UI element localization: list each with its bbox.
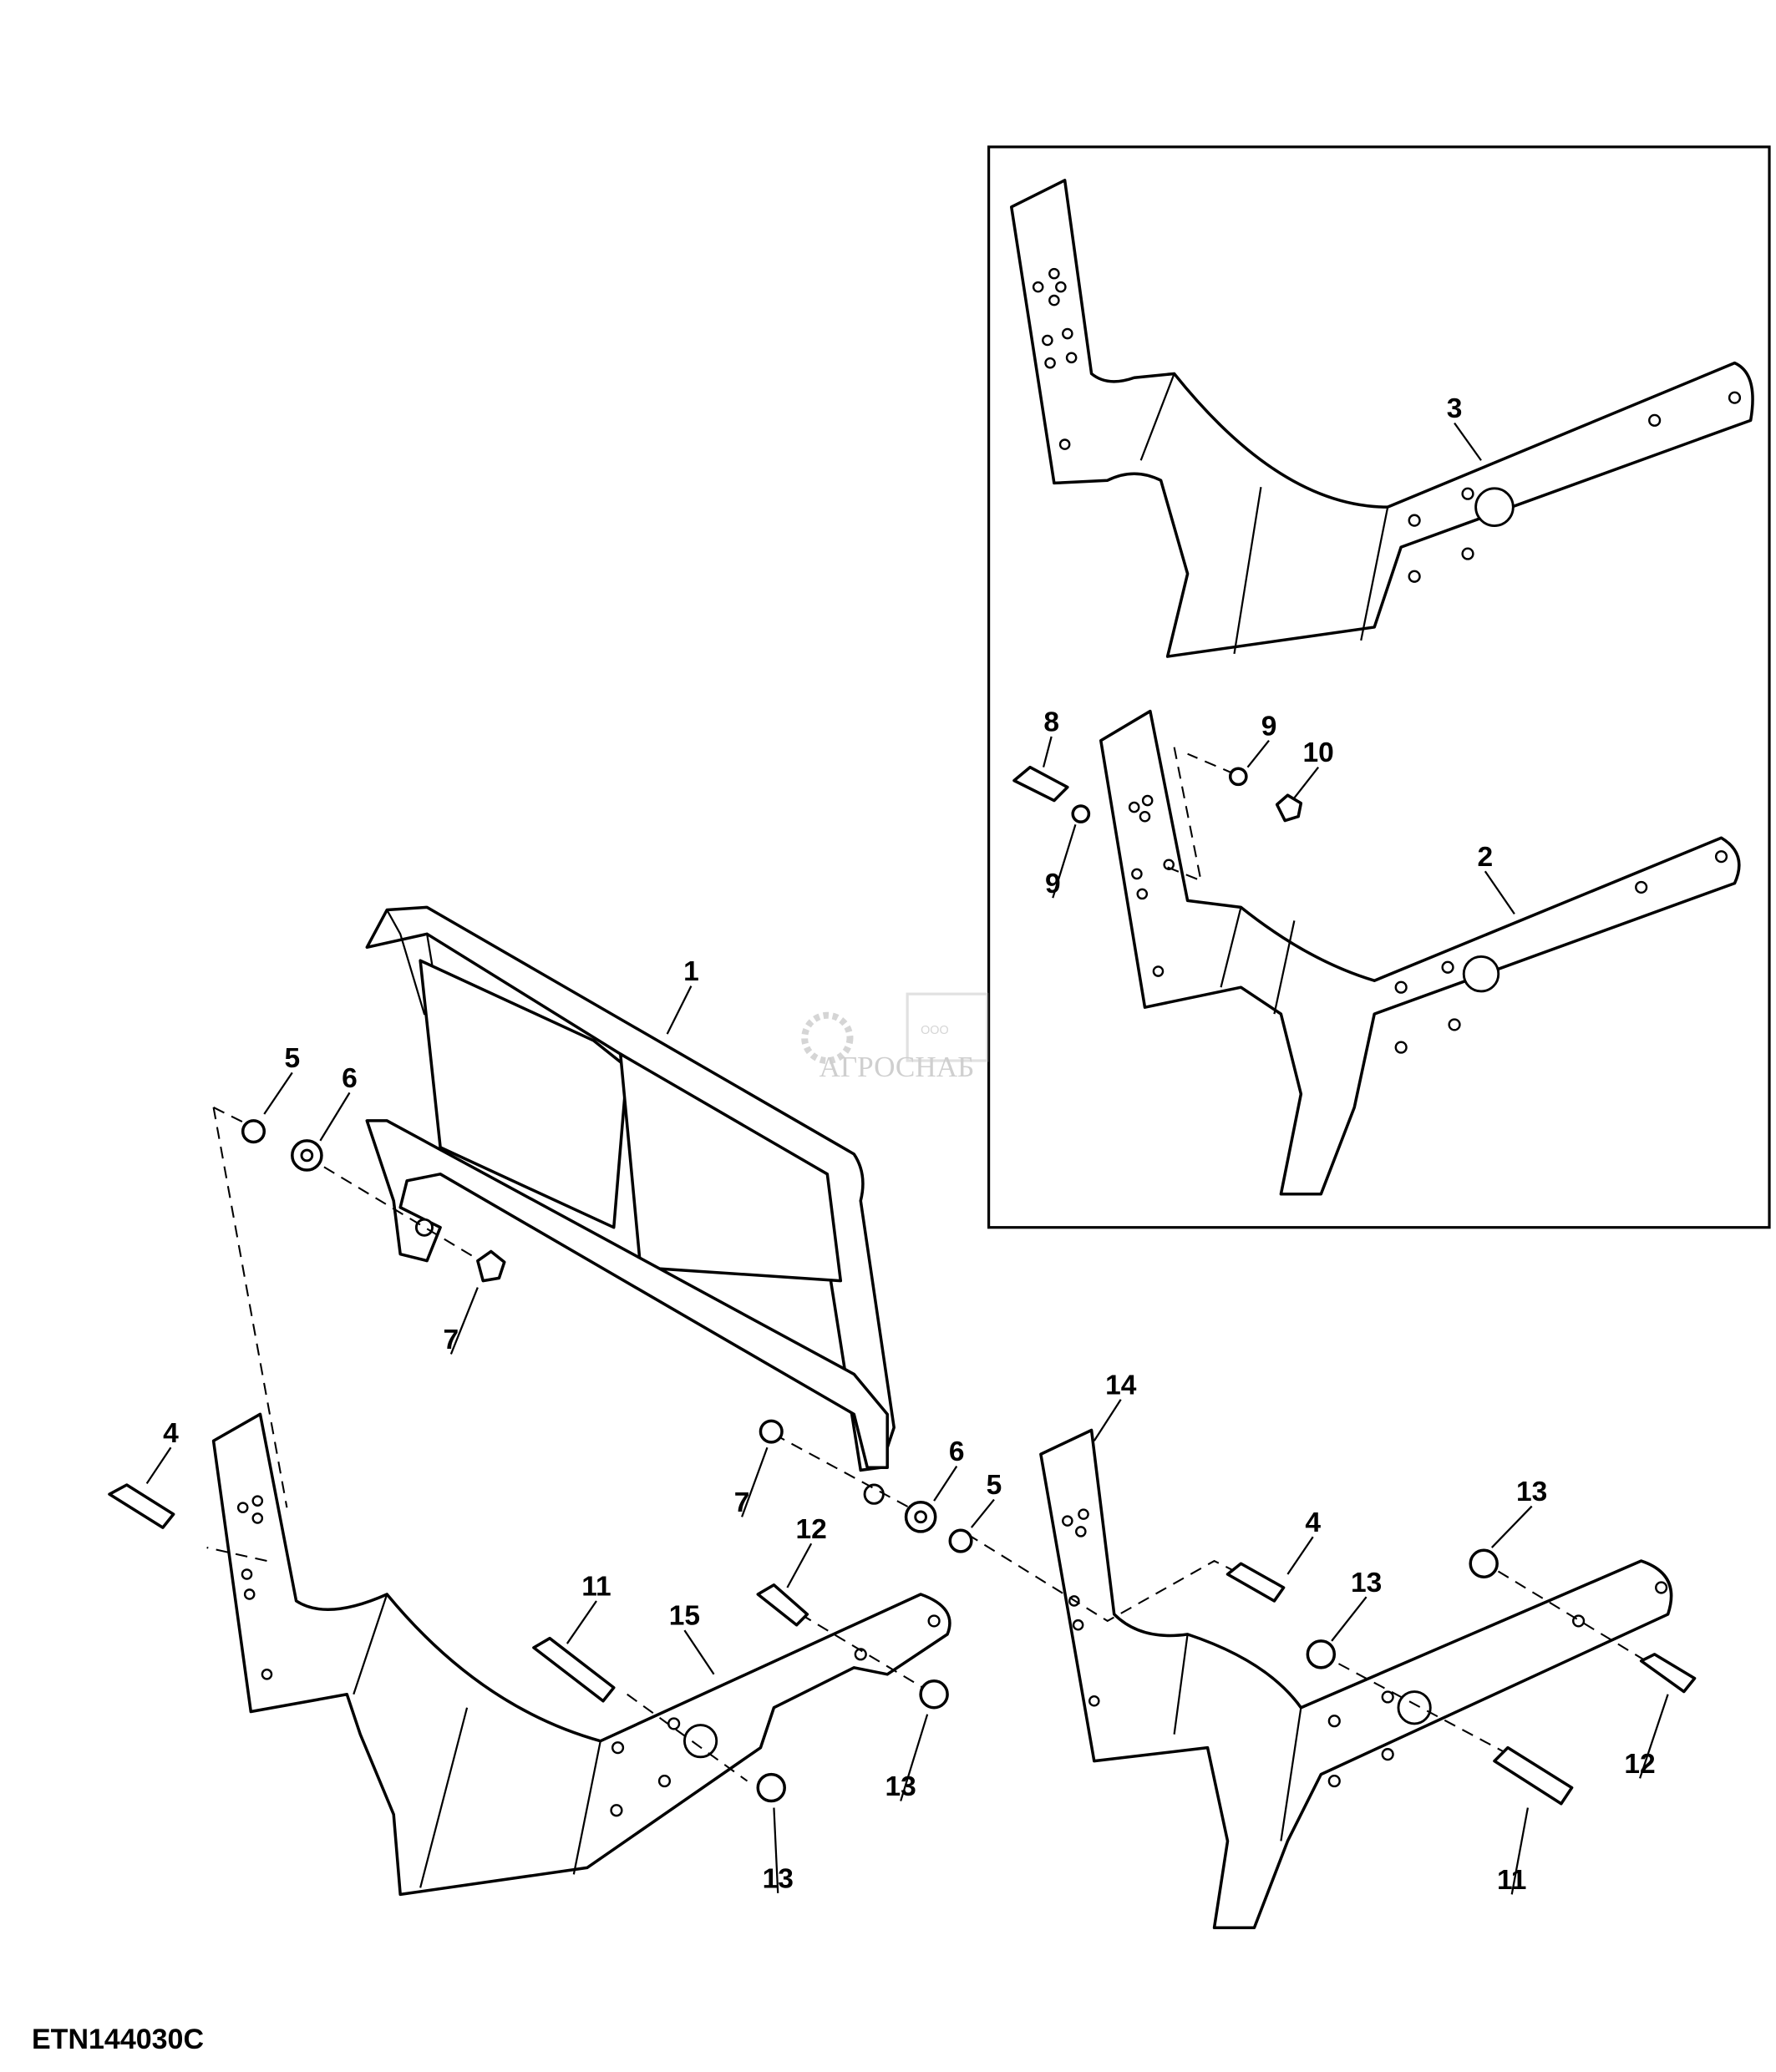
- callout-washer-13-d: 13: [1351, 1568, 1382, 1598]
- callout-washer-inset-bottom: 9: [1045, 869, 1061, 899]
- callout-bolt-12-left: 12: [795, 1514, 826, 1545]
- callout-washer-13-c: 13: [1516, 1477, 1547, 1507]
- leader-line: [1331, 1596, 1368, 1642]
- leader-line: [933, 1466, 958, 1502]
- callout-bracket-left: 15: [669, 1601, 700, 1632]
- leader-line: [1286, 1536, 1314, 1575]
- callout-washer-right: 6: [949, 1436, 965, 1467]
- leader-line: [683, 1629, 715, 1675]
- callout-bracket-inset-lower: 2: [1477, 842, 1493, 873]
- leader-line: [263, 1071, 293, 1115]
- bracket-3: [1009, 179, 1754, 658]
- fasteners: [108, 1119, 1697, 1806]
- callout-bolt-11-right: 11: [1497, 1865, 1526, 1896]
- leader-line: [1043, 736, 1053, 768]
- svg-text:ООО: ООО: [921, 1024, 949, 1037]
- callout-bolt-12-right: 12: [1624, 1749, 1655, 1780]
- leader-line: [786, 1543, 813, 1588]
- figure-id: ETN144030C: [32, 2024, 205, 2055]
- leader-line: [1246, 740, 1270, 768]
- bracket-2: [1012, 709, 1741, 1196]
- leader-line: [449, 1287, 479, 1355]
- callout-nut-frame-right: 7: [734, 1487, 750, 1518]
- callout-bolt-left: 4: [163, 1418, 179, 1449]
- callout-nut-right: 5: [987, 1470, 1002, 1501]
- leader-line: [1093, 1399, 1122, 1441]
- callout-screw-inset: 8: [1043, 707, 1059, 738]
- leader-line: [566, 1600, 597, 1644]
- leader-line: [1293, 766, 1320, 799]
- svg-text:АГРОСНАБ: АГРОСНАБ: [819, 1051, 974, 1083]
- bracket-14: [1039, 1428, 1673, 1930]
- leader-line: [900, 1714, 929, 1801]
- watermark-logo: ООО АГРОСНАБ: [801, 992, 989, 1083]
- leader-line: [666, 985, 693, 1035]
- callout-washer-13-b: 13: [885, 1771, 916, 1802]
- leader-line: [1490, 1505, 1533, 1548]
- callout-washer-left: 6: [342, 1063, 358, 1094]
- callout-bracket-right: 14: [1105, 1370, 1137, 1401]
- leader-line: [1510, 1807, 1530, 1895]
- inset-frame: [987, 145, 1771, 1229]
- leader-line: [741, 1446, 769, 1517]
- callout-bolt-11-left: 11: [581, 1572, 611, 1603]
- callout-washer-inset-top: 9: [1261, 711, 1277, 742]
- leader-line: [1484, 870, 1515, 914]
- leader-line: [1454, 422, 1482, 461]
- leader-line: [319, 1092, 351, 1142]
- callout-bracket-inset-upper: 3: [1447, 393, 1463, 424]
- leader-line: [145, 1446, 172, 1485]
- callout-nut-inset: 10: [1302, 737, 1333, 768]
- callout-nut-frame-left: 7: [444, 1325, 459, 1355]
- callout-bolt-right: 4: [1305, 1507, 1321, 1538]
- leader-line: [1052, 823, 1077, 899]
- leader-line: [1639, 1694, 1669, 1779]
- callout-washer-13-a: 13: [763, 1863, 794, 1894]
- guard-frame-1: [365, 905, 896, 1505]
- leader-line: [970, 1498, 995, 1528]
- callout-guard-frame: 1: [683, 956, 699, 987]
- leader-line: [773, 1807, 779, 1893]
- callout-nut-left: 5: [284, 1043, 300, 1074]
- bracket-15: [211, 1412, 951, 1897]
